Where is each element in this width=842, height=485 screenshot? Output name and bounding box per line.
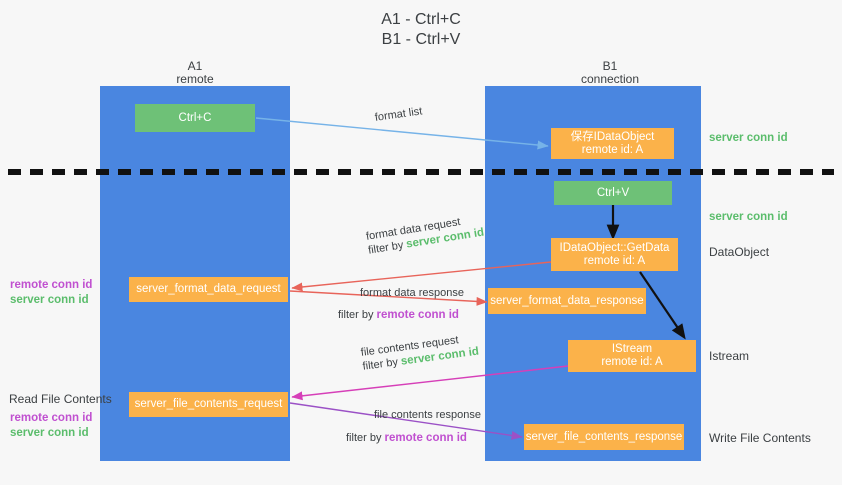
filter-remote-conn-id-1: filter by remote conn id [338,300,464,322]
lane-a1-title: A1 [187,59,203,73]
edge-label-format-data-request-group: format data request filter by server con… [365,212,485,258]
lane-b1-subtitle: connection [580,72,640,86]
edge-label-format-data-response: format data response [360,287,464,299]
node-istream-label: IStream remote id: A [601,343,663,368]
filter-prefix-4: filter by [346,432,385,444]
node-idataobject-label: 保存IDataObject remote id: A [570,130,655,156]
filter-value-2: remote conn id [376,309,459,321]
node-idataobject-getdata[interactable]: IDataObject::GetData remote id: A [551,238,678,271]
left-label-read-file-contents: Read File Contents [9,392,112,406]
node-idataobject-getdata-label: IDataObject::GetData remote id: A [559,241,670,267]
right-label-server-conn-id-1: server conn id [709,132,788,144]
node-server-file-contents-request[interactable]: server_file_contents_request [129,392,288,417]
lane-header-a1: A1 remote [135,60,255,86]
left-label-server-conn-id-2: server conn id [10,427,89,439]
edge-label-file-contents-response-group: file contents response filter by remote … [346,408,481,445]
filter-prefix-3: filter by [361,355,402,373]
node-server-file-contents-response[interactable]: server_file_contents_response [524,424,684,450]
node-istream[interactable]: IStream remote id: A [568,340,696,372]
diagram-title: A1 - Ctrl+C B1 - Ctrl+V [0,10,842,50]
filter-prefix-2: filter by [338,309,377,321]
right-label-server-conn-id-2: server conn id [709,211,788,223]
node-server-format-data-response[interactable]: server_format_data_response [488,288,646,314]
left-label-server-conn-id-1: server conn id [10,294,89,306]
filter-value-4: remote conn id [384,432,467,444]
title-line-2: B1 - Ctrl+V [381,31,461,48]
lane-a1-subtitle: remote [176,72,214,86]
filter-remote-conn-id-2: filter by remote conn id [346,422,481,445]
node-ctrl-v-label: Ctrl+V [596,186,630,199]
right-label-dataobject: DataObject [709,245,770,259]
title-line-1: A1 - Ctrl+C [381,11,461,28]
node-idataobject[interactable]: 保存IDataObject remote id: A [551,128,674,159]
node-server-file-contents-request-label: server_file_contents_request [134,398,283,410]
left-label-remote-conn-id-1: remote conn id [10,279,93,291]
edge-label-format-list: format list [374,105,424,124]
edge-label-file-contents-response: file contents response [374,409,482,421]
right-label-write-file-contents: Write File Contents [709,431,811,445]
node-server-file-contents-response-label: server_file_contents_response [525,430,683,443]
lane-header-b1: B1 connection [550,60,670,86]
node-ctrl-c-label: Ctrl+C [178,111,212,124]
right-label-istream: Istream [709,349,750,363]
edge-label-file-contents-request-group: file contents request filter by server c… [360,331,480,374]
left-label-remote-conn-id-2: remote conn id [10,412,93,424]
node-server-format-data-response-label: server_format_data_response [490,294,644,307]
node-ctrl-v[interactable]: Ctrl+V [554,181,672,205]
node-ctrl-c[interactable]: Ctrl+C [135,104,255,132]
lane-b1-title: B1 [602,59,618,73]
node-server-format-data-request-label: server_format_data_request [136,283,281,295]
node-server-format-data-request[interactable]: server_format_data_request [129,277,288,302]
edge-label-format-data-response-group: format data response filter by remote co… [338,286,464,322]
